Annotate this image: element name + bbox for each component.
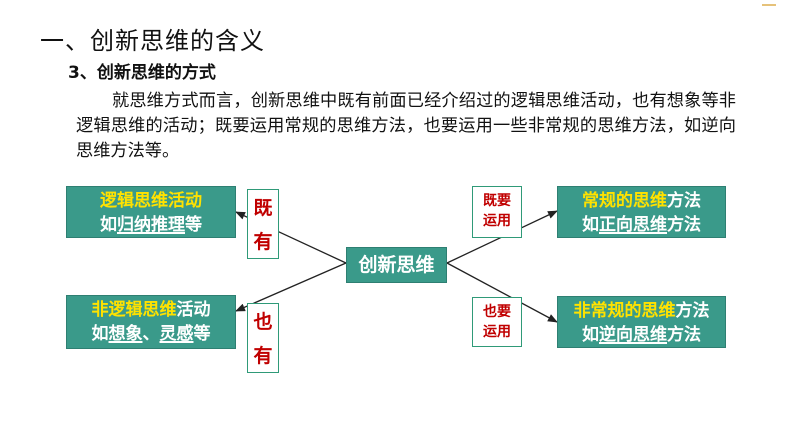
text-prefix: 如	[91, 324, 109, 344]
box-nonlogical-line2: 如想象、灵感等	[67, 322, 235, 346]
text-suffix: 等	[185, 215, 202, 235]
text-suffix: 方法	[667, 215, 701, 235]
text-suffix: 等	[193, 324, 211, 344]
label-ye-you: 也 有	[247, 303, 279, 373]
label-line: 既要	[483, 193, 511, 209]
label-char: 也	[253, 311, 273, 333]
corner-mark	[762, 4, 776, 6]
label-ji-you: 既 有	[247, 189, 279, 259]
label-ye-yao-yun-yong: 也要 运用	[472, 297, 522, 347]
page-title: 一、创新思维的含义	[40, 27, 265, 55]
text-underlined: 推理	[151, 215, 185, 235]
box-unconventional-line1: 非常规的思维方法	[558, 299, 725, 323]
connector-right-bottom	[446, 262, 558, 323]
box-logical-line1: 逻辑思维活动	[100, 191, 202, 211]
section-subtitle: 3、创新思维的方式	[68, 63, 216, 83]
box-nonlogical-thinking: 非逻辑思维活动 如想象、灵感等	[66, 295, 236, 349]
text-underlined: 归纳	[117, 215, 151, 235]
box-nonlogical-line1: 非逻辑思维活动	[67, 298, 235, 322]
label-line: 运用	[483, 213, 511, 229]
box-logical-line2: 如归纳推理等	[67, 213, 235, 237]
top-rule	[0, 0, 794, 6]
text-underlined: 想象	[108, 324, 143, 344]
label-char: 有	[253, 231, 273, 253]
box-unconventional-line2: 如逆向思维方法	[558, 323, 725, 347]
box-creative-thinking: 创新思维	[346, 247, 447, 283]
text-prefix: 如	[582, 325, 599, 345]
text-highlight: 非逻辑思维	[91, 300, 177, 320]
label-ji-yao-yun-yong: 既要 运用	[472, 186, 522, 238]
text-plain: 方法	[667, 191, 701, 211]
text-highlight: 常规的思维	[582, 191, 667, 211]
text-plain: 方法	[675, 301, 710, 321]
text-underlined: 灵感	[159, 324, 194, 344]
text-underlined: 正向思维	[599, 215, 667, 235]
text-suffix: 方法	[667, 325, 701, 345]
text-highlight: 非常规的思维	[573, 301, 676, 321]
box-unconventional-method: 非常规的思维方法 如逆向思维方法	[557, 296, 726, 348]
text-prefix: 如	[100, 215, 117, 235]
box-logical-thinking: 逻辑思维活动 如归纳推理等	[66, 186, 236, 238]
box-conventional-line1: 常规的思维方法	[558, 189, 725, 213]
body-paragraph: 就思维方式而言，创新思维中既有前面已经介绍过的逻辑思维活动，也有想象等非逻辑思维…	[76, 91, 736, 161]
label-char: 既	[253, 197, 273, 219]
box-conventional-method: 常规的思维方法 如正向思维方法	[557, 186, 726, 238]
label-line: 运用	[483, 324, 511, 340]
text-underlined: 逆向思维	[599, 325, 667, 345]
label-char: 有	[253, 345, 273, 367]
text-plain: 活动	[176, 300, 211, 320]
label-line: 也要	[483, 304, 511, 320]
center-label: 创新思维	[358, 254, 435, 276]
text-mid: 、	[142, 324, 160, 344]
text-prefix: 如	[582, 215, 599, 235]
box-conventional-line2: 如正向思维方法	[558, 213, 725, 237]
